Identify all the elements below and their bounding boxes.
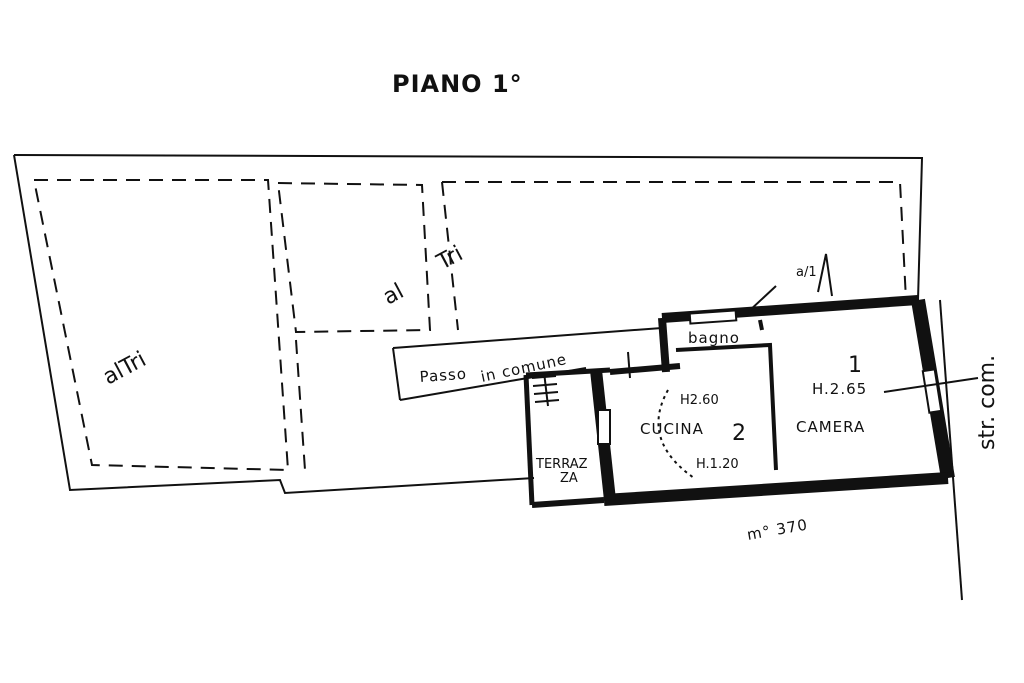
window-cucina [597,409,611,445]
windows [597,309,943,445]
window-camera [921,368,943,414]
street-leaders [747,253,979,393]
label-cucina-height-low: H.1.20 [696,457,739,472]
label-terrazza-2: ZA [560,471,578,486]
label-camera-height: H.2.65 [812,380,867,398]
label-cucina-height: H2.60 [680,393,719,408]
label-mappale: m° 370 [746,516,810,544]
altri-room-mid [276,181,432,334]
label-street: str. com. [975,355,1000,450]
label-altri-left: alTri [99,347,150,390]
window-bagno [688,309,738,325]
label-marker: a/1 [796,265,817,280]
label-bagno: bagno [688,329,740,347]
plan-title: PIANO 1° [392,70,523,98]
label-camera-number: 1 [848,353,862,378]
dashed-outlines [32,179,907,472]
stair-symbol [531,371,560,407]
lot-boundary [13,154,963,601]
altri-room-right [442,181,907,301]
label-camera: CAMERA [796,418,865,436]
label-passo: Passo [419,365,468,386]
label-altri-mid-2: Tri [432,241,467,275]
label-cucina-number: 2 [732,421,746,446]
label-terrazza-1: TERRAZ [535,457,588,472]
label-altri-mid-1: al [379,279,408,310]
label-cucina: CUCINA [640,420,704,438]
altri-room-left [32,179,290,472]
